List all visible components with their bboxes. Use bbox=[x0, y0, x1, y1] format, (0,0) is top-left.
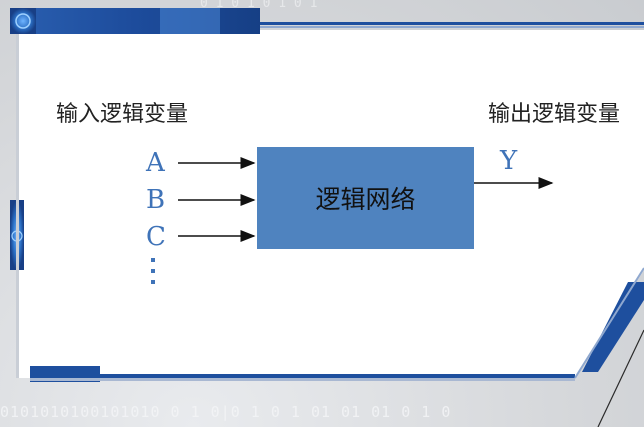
ellipsis-dot bbox=[151, 280, 155, 284]
logic-network-label: 逻辑网络 bbox=[315, 185, 416, 214]
ellipsis-dot bbox=[151, 258, 155, 262]
top-accent-bar-thin bbox=[260, 22, 644, 25]
input-b-label: B bbox=[146, 185, 166, 215]
input-c-label: C bbox=[146, 222, 166, 252]
right-diagonal-accent bbox=[582, 282, 644, 372]
input-ellipsis bbox=[151, 258, 157, 291]
output-y-label: Y bbox=[500, 146, 518, 176]
background-binary-bottom: 0101010100101010 0 1 0|0 1 0 1 01 01 01 … bbox=[0, 403, 452, 421]
input-a-label: A bbox=[146, 148, 165, 178]
ellipsis-dot bbox=[151, 269, 155, 273]
background-binary-top: 0 1 0 1 0 1 0 1 bbox=[200, 0, 318, 11]
input-variables-label: 输入逻辑变量 bbox=[56, 102, 189, 127]
output-variables-label: 输出逻辑变量 bbox=[488, 102, 621, 127]
logic-network-box: 逻辑网络 bbox=[257, 147, 474, 249]
